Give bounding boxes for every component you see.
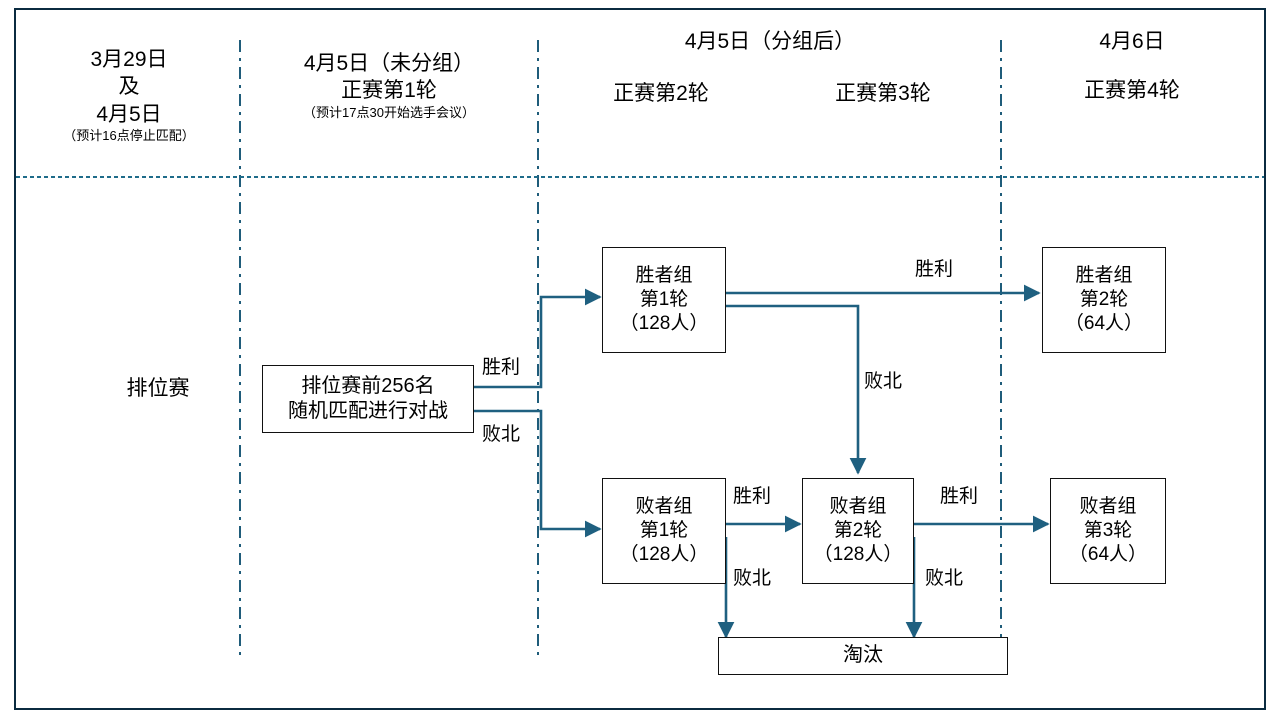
node-line: 败者组 bbox=[1079, 496, 1137, 518]
node-line: （64人） bbox=[1064, 312, 1144, 334]
edge-label-seed-lose: 败北 bbox=[482, 419, 520, 446]
column-divider-1 bbox=[239, 40, 241, 660]
column-header-grouped: 4月5日（分组后） bbox=[548, 28, 992, 55]
edge-label-losers-r1-lose: 败北 bbox=[733, 563, 771, 590]
node-losers-r1: 败者组 第1轮 （128人） bbox=[602, 478, 726, 584]
node-ranked: 排位赛 bbox=[78, 372, 238, 402]
node-line: 淘汰 bbox=[843, 644, 883, 667]
edge-label-text: 败北 bbox=[482, 424, 521, 445]
column-header-round4: 4月6日 正赛第4轮 bbox=[1012, 28, 1252, 105]
edge-label-text: 胜利 bbox=[915, 259, 954, 280]
header-line: 3月29日 bbox=[90, 48, 168, 71]
node-line: 胜者组 bbox=[635, 265, 693, 287]
column-header-round1: 4月5日（未分组） 正赛第1轮 （预计17点30开始选手会议） bbox=[248, 50, 530, 121]
header-line: 及 bbox=[118, 75, 140, 99]
node-line: （128人） bbox=[813, 543, 903, 565]
node-line: 排位赛前256名 bbox=[301, 374, 435, 397]
node-line: 第3轮 bbox=[1083, 520, 1133, 542]
node-line: 胜者组 bbox=[1075, 265, 1133, 287]
node-label: 排位赛 bbox=[126, 377, 190, 400]
column-subheader-round3: 正赛第3轮 bbox=[778, 80, 988, 107]
header-separator bbox=[16, 176, 1264, 178]
edge-label-winners-r1-win: 胜利 bbox=[915, 254, 953, 281]
edge-label-seed-win: 胜利 bbox=[482, 352, 520, 379]
header-line: 4月6日 bbox=[1099, 30, 1165, 53]
header-line: 正赛第1轮 bbox=[341, 79, 437, 103]
node-line: 第2轮 bbox=[833, 520, 883, 542]
edge-label-text: 胜利 bbox=[733, 486, 772, 507]
node-line: 第1轮 bbox=[639, 289, 689, 311]
node-losers-r2: 败者组 第2轮 （128人） bbox=[802, 478, 914, 584]
edge-label-winners-r1-lose: 败北 bbox=[864, 366, 902, 393]
node-line: 败者组 bbox=[829, 496, 887, 518]
column-divider-2 bbox=[537, 40, 539, 660]
edge-label-text: 败北 bbox=[733, 568, 772, 589]
node-seed-pool: 排位赛前256名 随机匹配进行对战 bbox=[262, 365, 474, 433]
header-line: 4月5日（分组后） bbox=[684, 30, 856, 53]
edge-label-losers-r2-lose: 败北 bbox=[925, 563, 963, 590]
edge-label-text: 胜利 bbox=[940, 486, 979, 507]
subheader-label: 正赛第3轮 bbox=[835, 82, 931, 105]
column-header-qualifier: 3月29日 及 4月5日 （预计16点停止匹配） bbox=[26, 46, 232, 145]
node-winners-r1: 胜者组 第1轮 （128人） bbox=[602, 247, 726, 353]
edge-label-text: 败北 bbox=[925, 568, 964, 589]
node-line: 败者组 bbox=[635, 496, 693, 518]
header-line: 4月5日（未分组） bbox=[303, 52, 475, 75]
node-line: （128人） bbox=[619, 312, 709, 334]
node-eliminated: 淘汰 bbox=[718, 637, 1008, 675]
edge-label-losers-r1-win: 胜利 bbox=[733, 481, 771, 508]
header-note: （预计17点30开始选手会议） bbox=[303, 104, 475, 120]
column-divider-3 bbox=[1000, 40, 1002, 660]
node-line: 第1轮 bbox=[639, 520, 689, 542]
node-line: 随机匹配进行对战 bbox=[288, 400, 448, 422]
node-line: 第2轮 bbox=[1079, 289, 1129, 311]
column-subheader-round2: 正赛第2轮 bbox=[556, 80, 766, 107]
edge-label-text: 胜利 bbox=[482, 357, 521, 378]
node-losers-r3: 败者组 第3轮 （64人） bbox=[1050, 478, 1166, 584]
header-line: 正赛第4轮 bbox=[1084, 79, 1180, 103]
header-note: （预计16点停止匹配） bbox=[63, 127, 195, 143]
diagram-frame bbox=[14, 8, 1266, 710]
node-winners-r2: 胜者组 第2轮 （64人） bbox=[1042, 247, 1166, 353]
node-line: （128人） bbox=[619, 543, 709, 565]
edge-label-text: 败北 bbox=[864, 371, 903, 392]
node-line: （64人） bbox=[1068, 543, 1148, 565]
header-line: 4月5日 bbox=[96, 102, 162, 126]
subheader-label: 正赛第2轮 bbox=[613, 82, 709, 105]
edge-label-losers-r2-win: 胜利 bbox=[940, 481, 978, 508]
